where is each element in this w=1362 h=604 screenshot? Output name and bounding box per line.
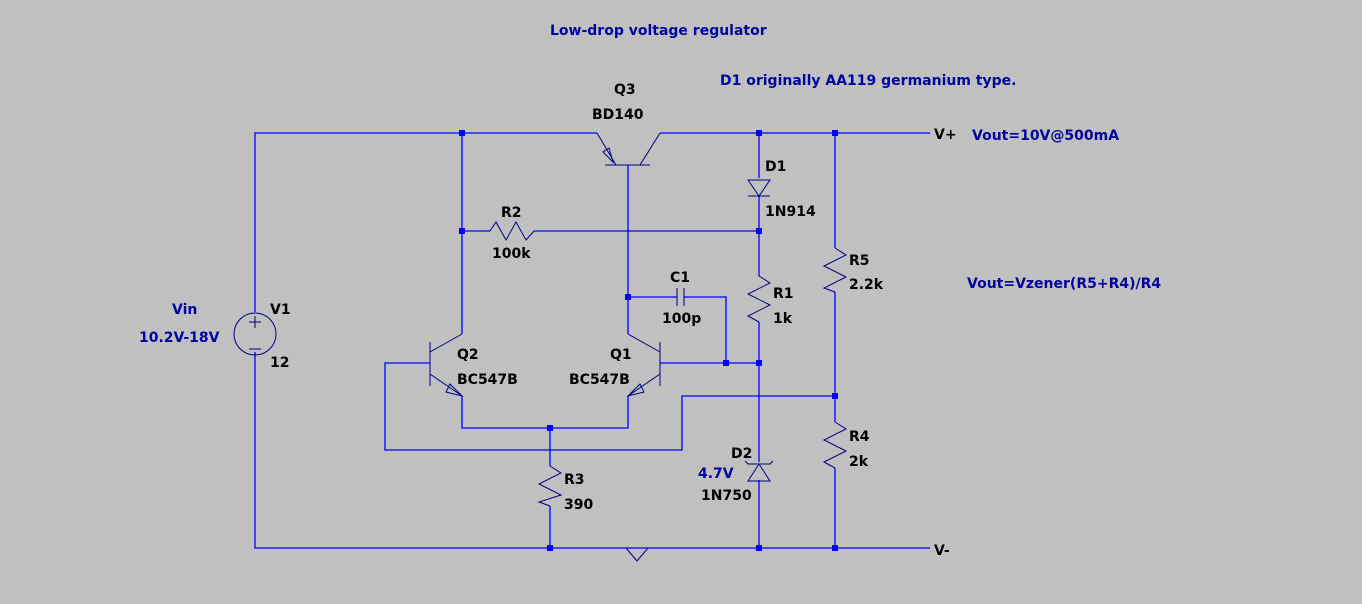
junction-dot	[625, 294, 631, 300]
value-r2: 100k	[492, 246, 531, 262]
ref-q2: Q2	[457, 347, 479, 363]
value-q3: BD140	[592, 107, 644, 123]
value-c1: 100p	[662, 311, 701, 327]
resistor-r3[interactable]	[537, 465, 563, 507]
junction-dot	[832, 393, 838, 399]
resistor-r2[interactable]	[489, 220, 535, 242]
junction-dot	[547, 425, 553, 431]
wire-c1-right[interactable]	[684, 296, 727, 363]
net-label-vplus: V+	[934, 127, 957, 143]
resistor-r5[interactable]	[822, 247, 848, 293]
voltage-source-v1[interactable]	[233, 312, 277, 356]
transistor-q3[interactable]	[596, 132, 661, 166]
resistor-r4[interactable]	[822, 421, 848, 469]
value-d2: 1N750	[701, 488, 752, 504]
value-q2: BC547B	[457, 372, 518, 388]
note-vin: Vin	[172, 302, 197, 318]
ref-r2: R2	[501, 205, 522, 221]
value-r3: 390	[564, 497, 593, 513]
ref-d2: D2	[731, 446, 752, 462]
junction-dot	[756, 228, 762, 234]
junction-dot	[832, 545, 838, 551]
value-q1: BC547B	[569, 372, 630, 388]
ref-q1: Q1	[610, 347, 632, 363]
ref-r1: R1	[773, 286, 794, 302]
ref-d1: D1	[765, 159, 786, 175]
junction-dot	[459, 228, 465, 234]
note-vout-spec: Vout=10V@500mA	[972, 128, 1119, 144]
junction-dot	[723, 360, 729, 366]
transistor-q2[interactable]	[429, 333, 464, 397]
junction-dot	[756, 360, 762, 366]
ground-marker-icon	[625, 547, 649, 562]
diode-d1[interactable]	[747, 179, 771, 197]
wire-top-left[interactable]	[254, 132, 597, 312]
ref-v1: V1	[270, 302, 291, 318]
ref-r4: R4	[849, 429, 870, 445]
junction-dot	[547, 545, 553, 551]
value-r4: 2k	[849, 454, 869, 470]
net-label-vminus: V-	[934, 543, 950, 559]
note-d1: D1 originally AA119 germanium type.	[720, 73, 1016, 89]
note-vin-range: 10.2V-18V	[139, 330, 220, 346]
schematic-title: Low-drop voltage regulator	[550, 23, 767, 39]
ref-c1: C1	[670, 270, 690, 286]
junction-dot	[756, 545, 762, 551]
ref-r5: R5	[849, 253, 870, 269]
capacitor-c1[interactable]	[676, 288, 685, 306]
resistor-r1[interactable]	[746, 275, 772, 323]
junctions	[459, 130, 838, 551]
ref-q3: Q3	[614, 82, 636, 98]
junction-dot	[832, 130, 838, 136]
wire-feedback[interactable]	[384, 362, 835, 451]
junction-dot	[459, 130, 465, 136]
wire-emitter-tail[interactable]	[461, 396, 629, 429]
value-d1: 1N914	[765, 204, 816, 220]
zener-diode-d2[interactable]	[744, 460, 774, 482]
ref-r3: R3	[564, 472, 585, 488]
value-r5: 2.2k	[849, 277, 884, 293]
wire-bottom[interactable]	[254, 352, 930, 549]
note-formula: Vout=Vzener(R5+R4)/R4	[967, 276, 1161, 292]
value-v1: 12	[270, 355, 289, 371]
transistor-q1[interactable]	[626, 333, 661, 397]
note-zener-voltage: 4.7V	[698, 466, 734, 482]
junction-dot	[756, 130, 762, 136]
value-r1: 1k	[773, 311, 793, 327]
wires	[254, 132, 930, 549]
